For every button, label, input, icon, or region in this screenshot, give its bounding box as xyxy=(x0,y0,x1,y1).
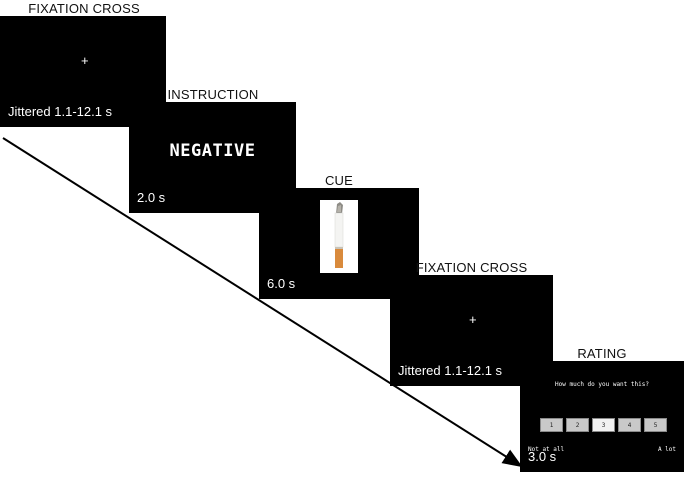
fixation-duration: Jittered 1.1-12.1 s xyxy=(8,104,113,119)
rating-option-2[interactable]: 2 xyxy=(566,418,589,432)
rating-option-4[interactable]: 4 xyxy=(618,418,641,432)
instruction-title: INSTRUCTION xyxy=(167,87,259,102)
rating-option-3[interactable]: 3 xyxy=(592,418,615,432)
rating-option-1[interactable]: 1 xyxy=(540,418,563,432)
fixation-cross-2-icon: + xyxy=(469,312,477,327)
cigarette-icon xyxy=(334,202,344,268)
rating-option-5[interactable]: 5 xyxy=(644,418,667,432)
instruction-duration: 2.0 s xyxy=(137,190,166,205)
rating-high-anchor: A lot xyxy=(657,446,676,453)
fixation-cross-title: FIXATION CROSS xyxy=(28,1,140,16)
cue-duration: 6.0 s xyxy=(267,276,296,291)
instruction-word: NEGATIVE xyxy=(169,141,256,161)
rating-title: RATING xyxy=(577,346,627,361)
cue-screen: 6.0 s xyxy=(259,188,419,299)
rating-question: How much do you want this? xyxy=(555,381,649,388)
rating-screen: How much do you want this? 1 2 3 4 5 Not… xyxy=(520,361,684,472)
fixation-cross-2-title: FIXATION CROSS xyxy=(415,260,528,275)
cigarette-image xyxy=(320,200,358,273)
rating-scale: 1 2 3 4 5 xyxy=(540,418,667,432)
cue-title: CUE xyxy=(324,173,354,188)
fixation-2-duration: Jittered 1.1-12.1 s xyxy=(398,363,503,378)
rating-duration: 3.0 s xyxy=(528,449,557,464)
fixation-cross-icon: + xyxy=(81,53,89,68)
rating-low-anchor: Not at all xyxy=(528,446,565,453)
